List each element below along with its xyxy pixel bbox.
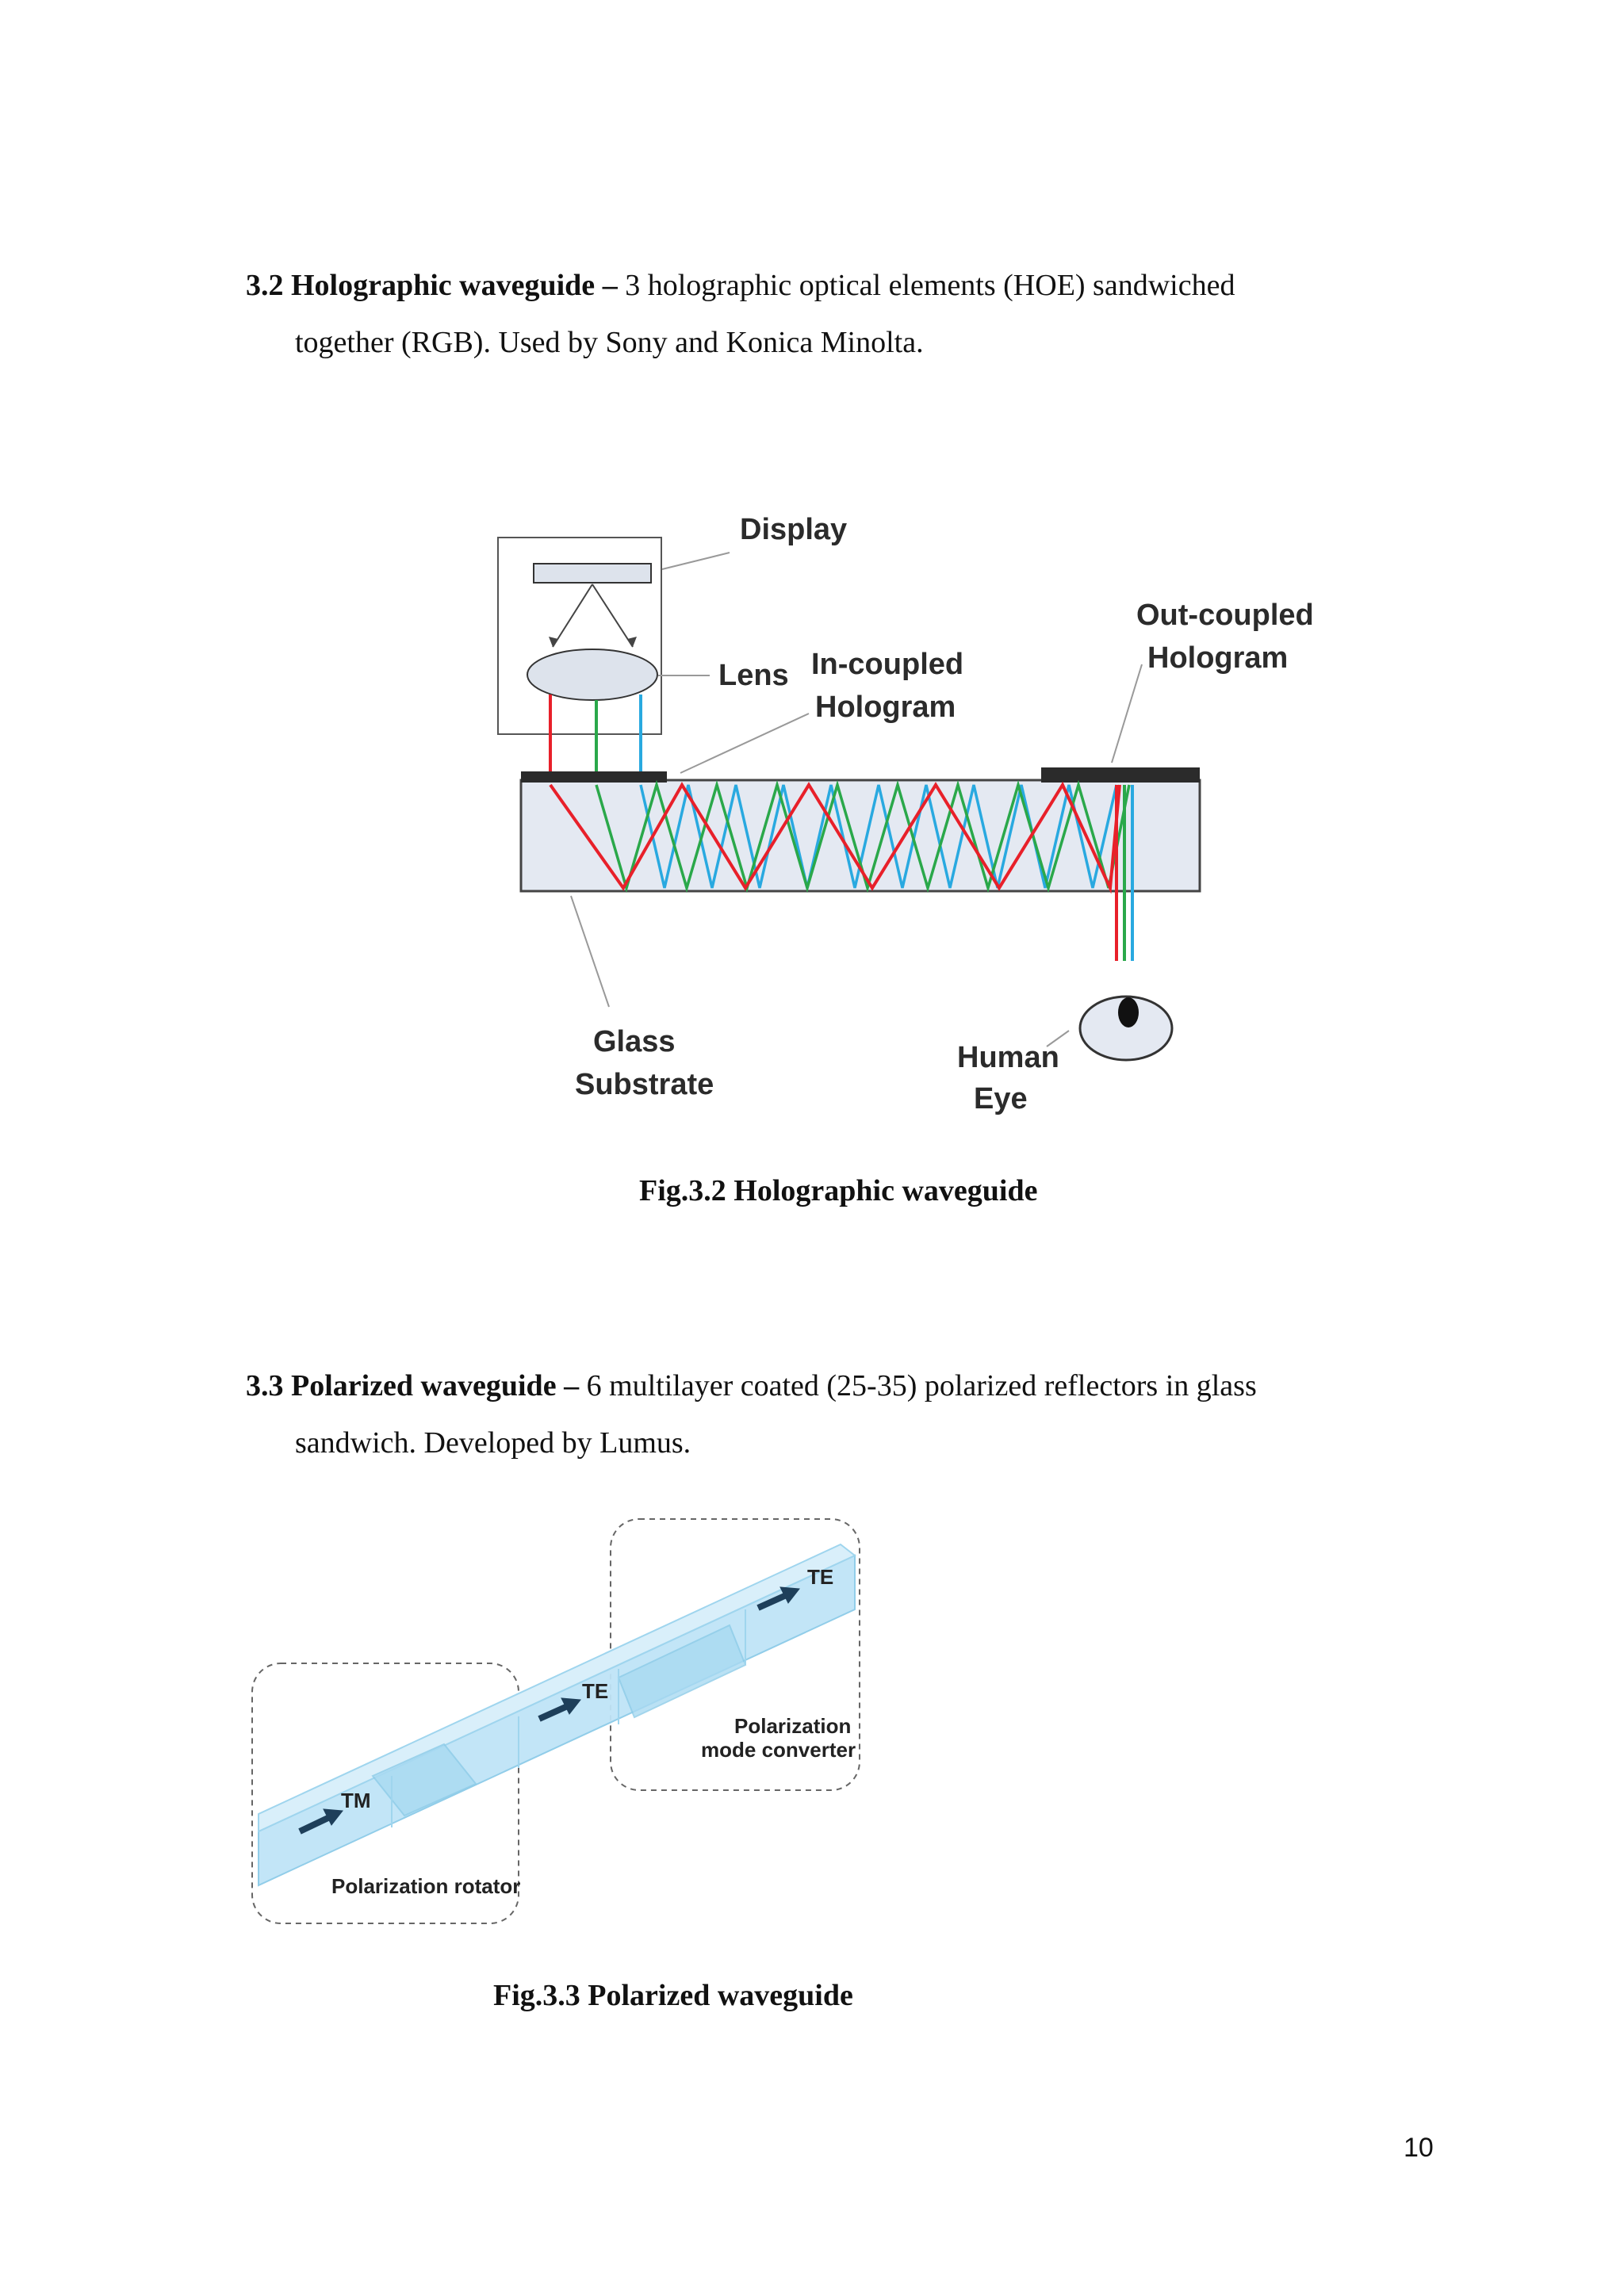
holographic-waveguide-diagram: Display Lens In-coupled Hologram Out-cou… [497,513,1314,1115]
rotator-region [251,1663,519,1924]
incoupled-hologram-label-2: Hologram [815,691,956,724]
incoupled-hologram-label-1: In-coupled [811,648,963,681]
mode-converter-label-1: Polarization [734,1714,851,1738]
display-panel [533,563,652,584]
display-label: Display [740,513,847,546]
page-number: 10 [1404,2133,1434,2163]
section-3-2-dash: – [595,269,626,302]
lens-shape [527,649,658,701]
section-3-2-paragraph: 3.2 Holographic waveguide – 3 holographi… [246,257,1372,371]
human-eye [1078,995,1174,1062]
section-3-3-text-line1: 6 multilayer coated (25-35) polarized re… [586,1369,1257,1402]
figure-3-2-caption: Fig.3.2 Holographic waveguide [639,1174,1038,1207]
eye-pupil [1118,997,1139,1027]
outcoupled-hologram-label-2: Hologram [1147,641,1288,675]
outcoupled-hologram-label-1: Out-coupled [1136,599,1314,632]
figure-3-3-caption: Fig.3.3 Polarized waveguide [493,1979,853,2012]
human-eye-label-1: Human [957,1041,1059,1074]
green-ray-path [595,779,1131,894]
polarization-rotator-label: Polarization rotator [331,1874,520,1898]
mode-converter-label-2: mode converter [701,1738,856,1762]
section-3-3-heading: 3.3 Polarized waveguide [246,1369,557,1402]
human-eye-label-2: Eye [974,1082,1028,1115]
polarized-waveguide-diagram: TM TE TE Polarization rotator Polarizati… [251,1518,860,1924]
section-3-2-heading: 3.2 Holographic waveguide [246,269,596,302]
te-mid-label: TE [582,1679,608,1703]
section-3-3-paragraph: 3.3 Polarized waveguide – 6 multilayer c… [246,1357,1372,1471]
section-3-3-text-line2: sandwich. Developed by Lumus. [295,1426,691,1460]
outcoupled-hologram [1041,767,1200,783]
glass-substrate-label-2: Substrate [575,1068,714,1101]
red-ray-path [549,781,1121,894]
incoupled-hologram [521,771,667,783]
lens-label: Lens [718,659,789,692]
section-3-3-dash: – [556,1369,587,1402]
te-top-label: TE [807,1565,833,1589]
glass-substrate-label-1: Glass [593,1025,676,1058]
tm-label: TM [341,1789,371,1812]
section-3-2-text-line2: together (RGB). Used by Sony and Konica … [295,326,924,359]
section-3-2-text-line1: 3 holographic optical elements (HOE) san… [625,269,1235,302]
